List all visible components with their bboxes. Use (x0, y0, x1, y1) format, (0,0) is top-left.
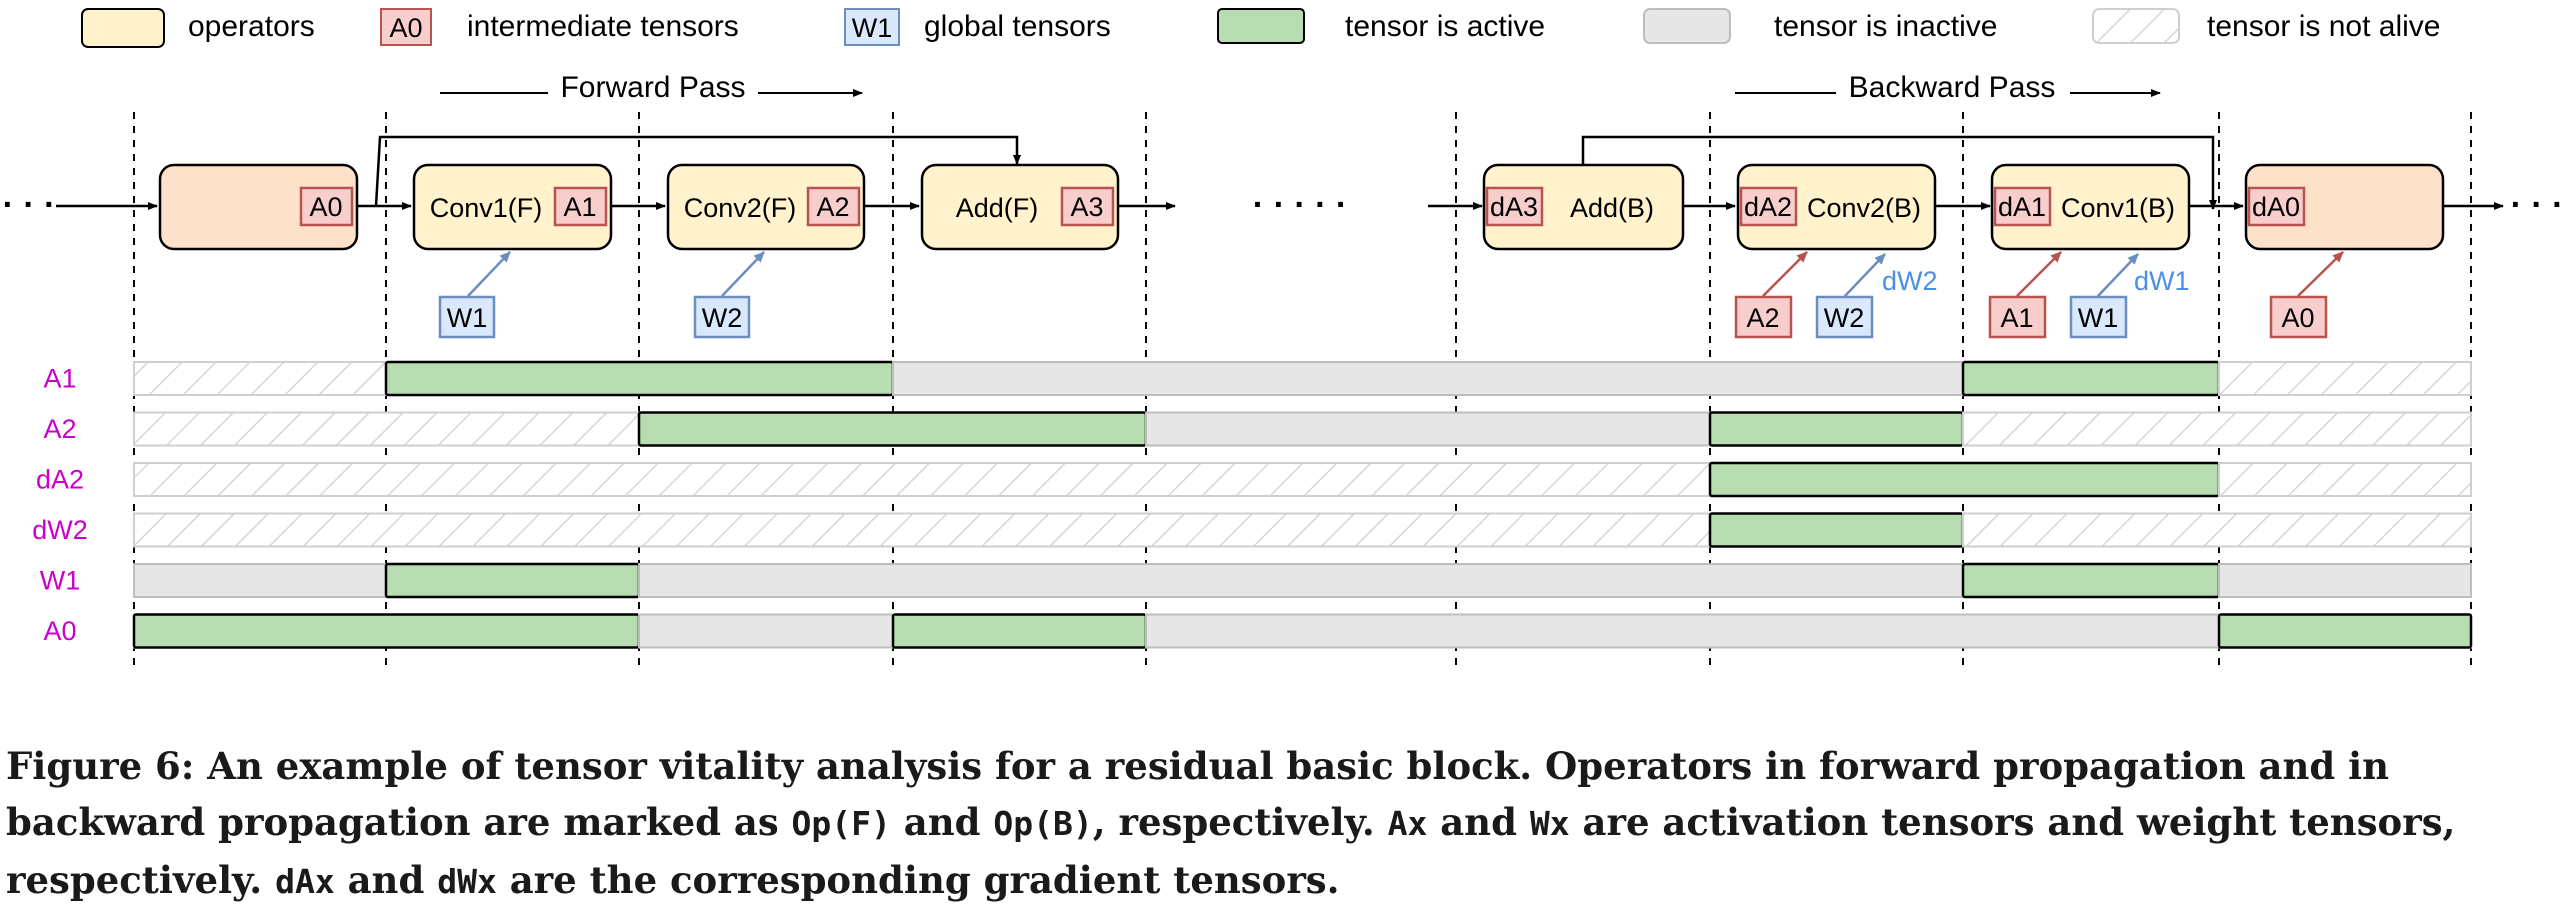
timeline-segment-not-alive (133, 361, 387, 396)
timeline-segment-not-alive (2218, 462, 2472, 497)
timeline-row-label: A0 (43, 616, 76, 646)
activation-tag: A0 (2281, 303, 2314, 333)
forward-pass-label: Forward Pass (560, 71, 745, 104)
backward-pass-label: Backward Pass (1849, 71, 2056, 104)
timeline-segment-active (384, 562, 641, 599)
operator-output-tag: A2 (816, 192, 849, 222)
gradient-tag: dW1 (2134, 266, 2190, 296)
operator-output-tag: A1 (563, 192, 596, 222)
timeline-segment-active (2217, 613, 2473, 649)
weight-tag: W2 (1824, 303, 1865, 333)
timeline-segment-not-alive (2218, 361, 2472, 396)
operator-conv1-backward: dA1 Conv1(B) (1990, 163, 2191, 251)
legend-inactive-swatch (1643, 8, 1731, 44)
timeline-row-label: dW2 (32, 515, 88, 545)
operator-add-forward: Add(F) A3 (920, 163, 1120, 251)
timeline-segment-active (1961, 562, 2221, 599)
operator-label: Add(B) (1570, 193, 1654, 223)
operator-conv2-forward: Conv2(F) A2 (666, 163, 866, 251)
legend-intermediate-swatch (380, 8, 432, 46)
timeline-segment-not-alive (1962, 411, 2472, 447)
operator-label: Conv1(B) (2061, 193, 2175, 223)
operator-label: Add(F) (956, 193, 1039, 223)
timeline-segment-inactive (1145, 613, 2220, 649)
timeline-segment-active (1708, 411, 1965, 447)
timeline-segment-inactive (638, 563, 1964, 598)
timeline-segment-inactive (2218, 563, 2472, 598)
legend-active-label: tensor is active (1345, 10, 1545, 43)
timeline-segment-not-alive (133, 512, 1711, 548)
legend: operators A0 intermediate tensors W1 glo… (81, 8, 2440, 48)
timeline-segment-active (1708, 512, 1965, 548)
operator-output-tag: A0 (309, 192, 342, 222)
operator-input-tag: dA0 (2252, 192, 2300, 222)
weight-tag: W1 (447, 303, 488, 333)
ellipsis-middle: · · · · · (1253, 186, 1347, 224)
legend-not-alive-label: tensor is not alive (2207, 10, 2440, 43)
timeline-row-label: A2 (43, 414, 76, 444)
timeline-row-label: dA2 (36, 465, 84, 495)
operator-label: Conv1(F) (430, 193, 543, 223)
ellipsis-right: · · · (2511, 186, 2564, 224)
operator-input-tag: dA1 (1998, 192, 2046, 222)
legend-global-swatch (844, 8, 900, 46)
legend-not-alive-swatch (2092, 8, 2180, 44)
gradient-tag: dW2 (1882, 266, 1938, 296)
operator-add-backward: dA3 Add(B) (1482, 163, 1685, 251)
operator-input-tag: dA3 (1490, 192, 1538, 222)
tensor-vitality-diagram: operators A0 intermediate tensors W1 glo… (3, 8, 2564, 668)
legend-intermediate-tag: A0 (389, 13, 422, 43)
timeline-segment-inactive (892, 361, 1964, 396)
flow-arrows (56, 135, 2504, 210)
operator-output-tag: A3 (1070, 192, 1103, 222)
timeline-segment-active (1961, 360, 2221, 397)
legend-global-tag: W1 (852, 13, 893, 43)
operator-label: Conv2(B) (1807, 193, 1921, 223)
timeline-row-label: W1 (40, 566, 81, 596)
legend-active-swatch (1217, 8, 1305, 44)
timeline-segment-active (891, 613, 1148, 649)
operator-a0-producer: A0 (158, 163, 359, 251)
timeline-segment-active (637, 411, 1148, 447)
operator-a0-consumer: dA0 (2244, 163, 2445, 251)
timeline-segment-active (132, 613, 641, 649)
timeline-segment-inactive (133, 563, 387, 598)
timeline-segment-not-alive (1962, 512, 2472, 548)
ellipsis-left: · · · (3, 186, 56, 224)
operator-label: Conv2(F) (684, 193, 797, 223)
weight-tag: W1 (2078, 303, 2119, 333)
operator-conv1-forward: Conv1(F) A1 (412, 163, 613, 251)
timeline-segment-active (1708, 461, 2221, 498)
legend-intermediate-label: intermediate tensors (467, 10, 739, 43)
legend-inactive-label: tensor is inactive (1774, 10, 1997, 43)
timeline-segment-inactive (1145, 411, 1711, 447)
activation-tag: A2 (1746, 303, 1779, 333)
timeline-segment-not-alive (133, 462, 1711, 497)
activation-tag: A1 (2000, 303, 2033, 333)
timeline-segment-active (384, 360, 895, 397)
figure-caption: Figure 6: An example of tensor vitality … (6, 744, 2456, 902)
legend-global-label: global tensors (924, 10, 1111, 43)
operator-conv2-backward: dA2 Conv2(B) (1736, 163, 1937, 251)
timeline-segment-not-alive (133, 411, 640, 447)
timeline-row-label: A1 (43, 364, 76, 394)
tensor-inputs: W1 W2 A2 W2 dW2 A1 W1 dW1 A0 (438, 251, 2344, 339)
weight-tag: W2 (702, 303, 743, 333)
timeline-segment-inactive (638, 613, 894, 649)
legend-operators-swatch (81, 8, 165, 48)
pass-labels: Forward Pass Backward Pass (440, 71, 2161, 104)
legend-operators-label: operators (188, 10, 315, 43)
operator-input-tag: dA2 (1744, 192, 1792, 222)
